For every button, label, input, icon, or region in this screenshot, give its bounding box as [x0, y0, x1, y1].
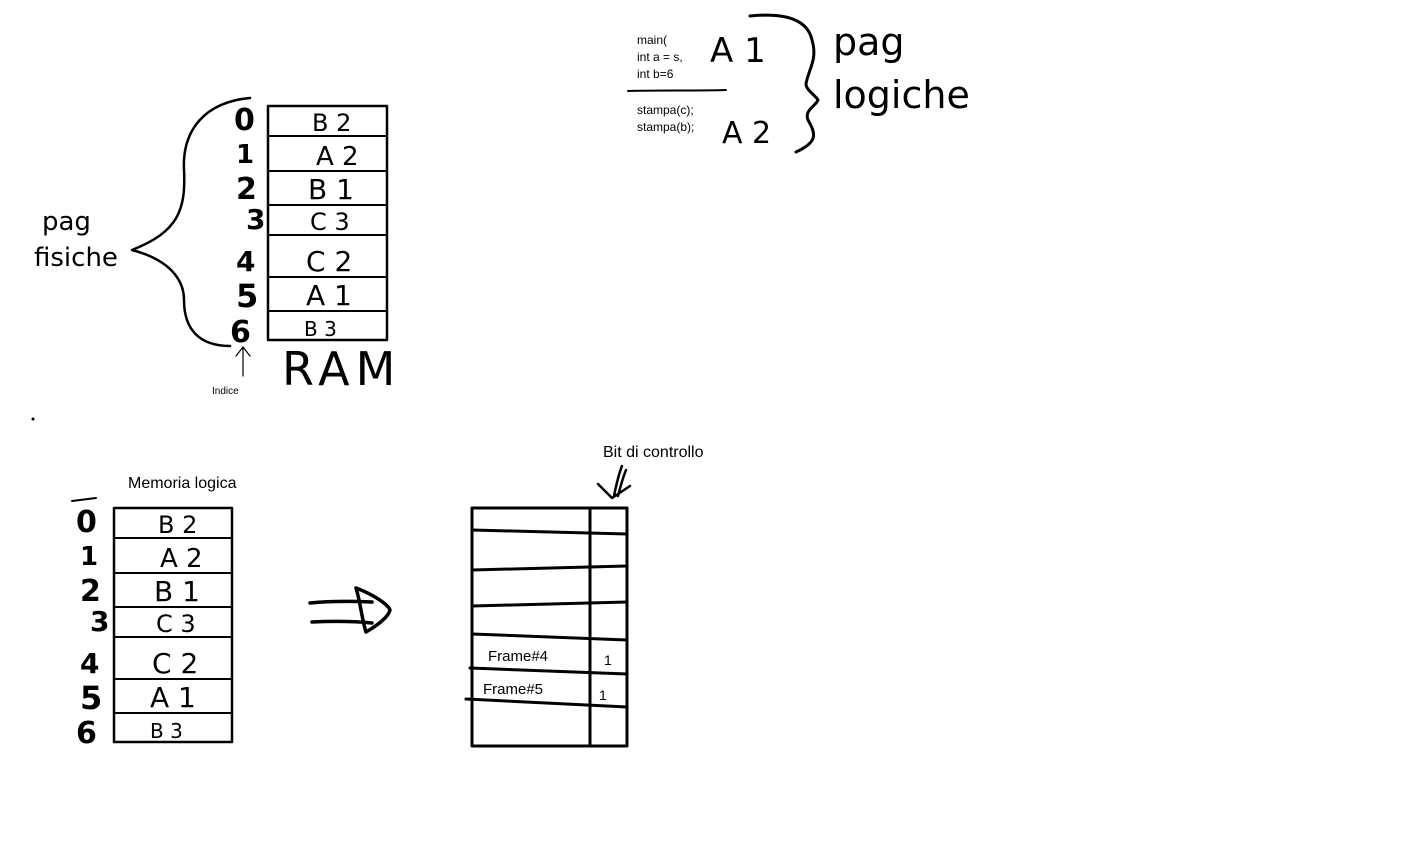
- ram-indices: 0 1 2 3 4 5 6: [230, 103, 265, 350]
- code-page-label-a1: A 1: [710, 31, 766, 71]
- ram-cell: A 2: [316, 142, 359, 172]
- logical-cell: B 1: [154, 575, 200, 608]
- ram-table-border: [266, 104, 389, 342]
- page-table-row-divider: [470, 632, 629, 642]
- logical-pages-brace: [748, 13, 820, 154]
- ram-cell: B 2: [312, 109, 351, 137]
- control-bit-label: Bit di controllo: [603, 444, 704, 461]
- pag-logiche-label: pag logiche: [833, 20, 970, 117]
- page-table-row-divider: [470, 564, 629, 572]
- ram-table: B 2 A 2 B 1 C 3 C 2 A 1 B 3: [266, 104, 389, 342]
- logical-index: 5: [80, 679, 102, 717]
- logical-table-border: [112, 506, 234, 744]
- ram-cell: C 3: [310, 208, 350, 236]
- logical-index: 0: [76, 505, 97, 540]
- ram-cell: B 1: [308, 173, 354, 206]
- index-label: Indice: [212, 386, 239, 397]
- page-table-row-divider: [468, 666, 629, 676]
- down-arrow-icon: [596, 464, 632, 500]
- logical-cell: C 3: [156, 610, 196, 638]
- logical-index: 4: [80, 647, 99, 680]
- logical-cell: A 2: [160, 544, 203, 574]
- physical-pages-brace: [130, 96, 252, 348]
- page-table-row-divider: [464, 697, 629, 709]
- ram-index: 6: [230, 315, 251, 350]
- code-line-4: stampa(c);: [637, 103, 694, 117]
- logical-cell: C 2: [152, 647, 198, 680]
- logical-memory-table: B 2 A 2 B 1 C 3 C 2 A 1 B 3: [112, 506, 234, 744]
- pag-fisiche-line2: fisiche: [34, 243, 118, 273]
- pag-fisiche-line1: pag: [42, 207, 91, 237]
- ram-index: 5: [236, 277, 258, 315]
- pag-logiche-line2: logiche: [833, 73, 970, 117]
- logical-cell: B 3: [150, 719, 183, 743]
- ram-index: 3: [246, 203, 265, 236]
- code-line-2: int a = s,: [637, 50, 683, 64]
- logical-index: 1: [80, 542, 98, 572]
- logical-memory-title: Memoria logica: [128, 475, 237, 492]
- page-table-row-divider: [470, 600, 629, 608]
- ram-index: 2: [236, 172, 257, 207]
- code-line-1: main(: [637, 33, 667, 47]
- ram-cell: A 1: [306, 279, 352, 312]
- ram-index: 1: [236, 140, 254, 170]
- page-table-border: [470, 506, 629, 748]
- logical-index: 2: [80, 574, 101, 609]
- up-arrow-icon: [235, 346, 251, 357]
- index-arrow: [235, 346, 251, 377]
- page-table-frame: Frame#5: [483, 681, 543, 698]
- logical-index: 3: [90, 605, 109, 638]
- ram-title: RAM: [282, 342, 401, 396]
- logical-indices: 0 1 2 3 4 5 6: [71, 497, 109, 751]
- page-table-frame: Frame#4: [488, 648, 548, 665]
- stray-dot: [31, 417, 35, 421]
- logical-cell: B 2: [158, 511, 197, 539]
- page-table-bit: 1: [599, 687, 607, 703]
- code-page-label-a2: A 2: [722, 116, 771, 151]
- ram-index: 4: [236, 245, 255, 278]
- pag-logiche-line1: pag: [833, 20, 905, 64]
- page-table-row-divider: [470, 528, 629, 536]
- double-arrow-icon: [308, 586, 392, 634]
- ram-index: 0: [234, 103, 255, 138]
- logical-index: 6: [76, 716, 97, 751]
- logical-cell: A 1: [150, 681, 196, 714]
- code-line-3: int b=6: [637, 67, 674, 81]
- code-snippet: main( int a = s, int b=6 stampa(c); stam…: [627, 13, 820, 154]
- code-line-5: stampa(b);: [637, 120, 694, 134]
- ram-cell: B 3: [304, 317, 337, 341]
- page-table-bit: 1: [604, 652, 612, 668]
- index-zero-stroke: [71, 497, 97, 502]
- ram-cell: C 2: [306, 245, 352, 278]
- page-table: Frame#4 Frame#5 1 1: [464, 506, 629, 748]
- code-separator-line: [627, 89, 727, 92]
- pag-fisiche-label: pag fisiche: [34, 207, 118, 273]
